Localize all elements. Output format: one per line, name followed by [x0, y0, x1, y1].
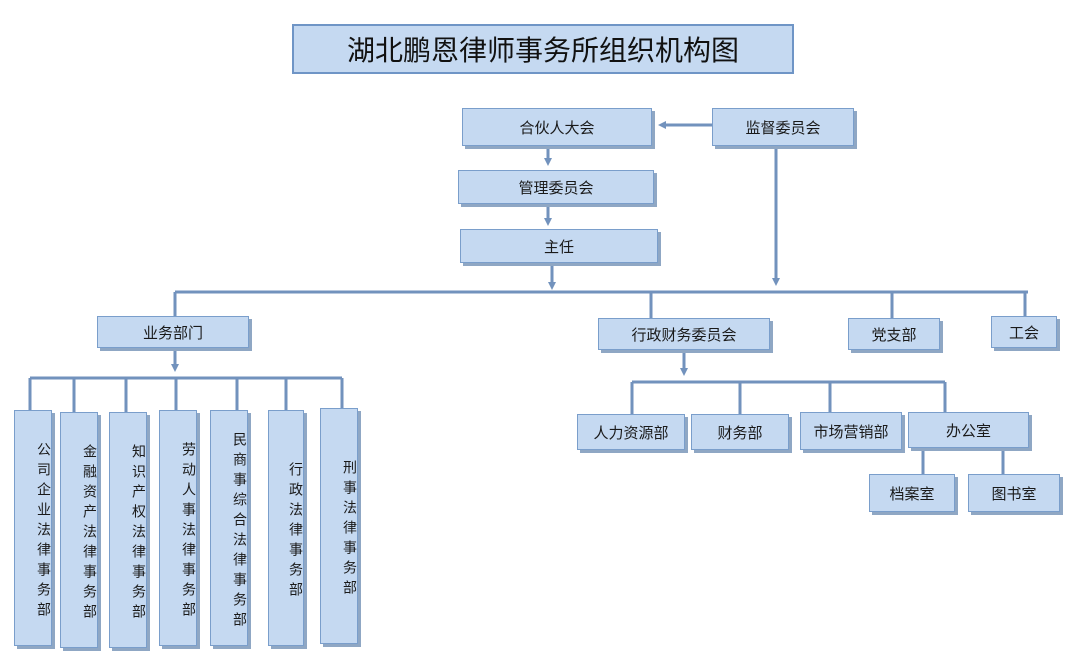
management-committee-box: 管理委员会	[458, 170, 654, 204]
business-subdept-4: 劳动人事法律事务部	[159, 410, 197, 646]
admin-finance-committee-box: 行政财务委员会	[598, 318, 770, 350]
page-title: 湖北鹏恩律师事务所组织机构图	[292, 24, 794, 74]
business-subdept-1: 公司企业法律事务部	[14, 410, 52, 646]
business-subdept-2: 金融资产法律事务部	[60, 412, 98, 648]
business-subdept-5: 民商事综合法律事务部	[210, 410, 248, 646]
business-subdept-6: 行政法律事务部	[268, 410, 304, 646]
partners-meeting-box: 合伙人大会	[462, 108, 652, 146]
business-subdept-7: 刑事法律事务部	[320, 408, 358, 644]
union-box: 工会	[991, 316, 1057, 348]
library-box: 图书室	[968, 474, 1060, 512]
business-subdept-3: 知识产权法律事务部	[109, 412, 147, 648]
marketing-dept-box: 市场营销部	[800, 412, 902, 450]
hr-dept-box: 人力资源部	[577, 414, 685, 450]
finance-dept-box: 财务部	[691, 414, 789, 450]
director-box: 主任	[460, 229, 658, 263]
office-box: 办公室	[908, 412, 1029, 448]
supervisory-committee-box: 监督委员会	[712, 108, 854, 146]
business-dept-box: 业务部门	[97, 316, 249, 348]
archives-box: 档案室	[869, 474, 955, 512]
party-branch-box: 党支部	[848, 318, 940, 350]
